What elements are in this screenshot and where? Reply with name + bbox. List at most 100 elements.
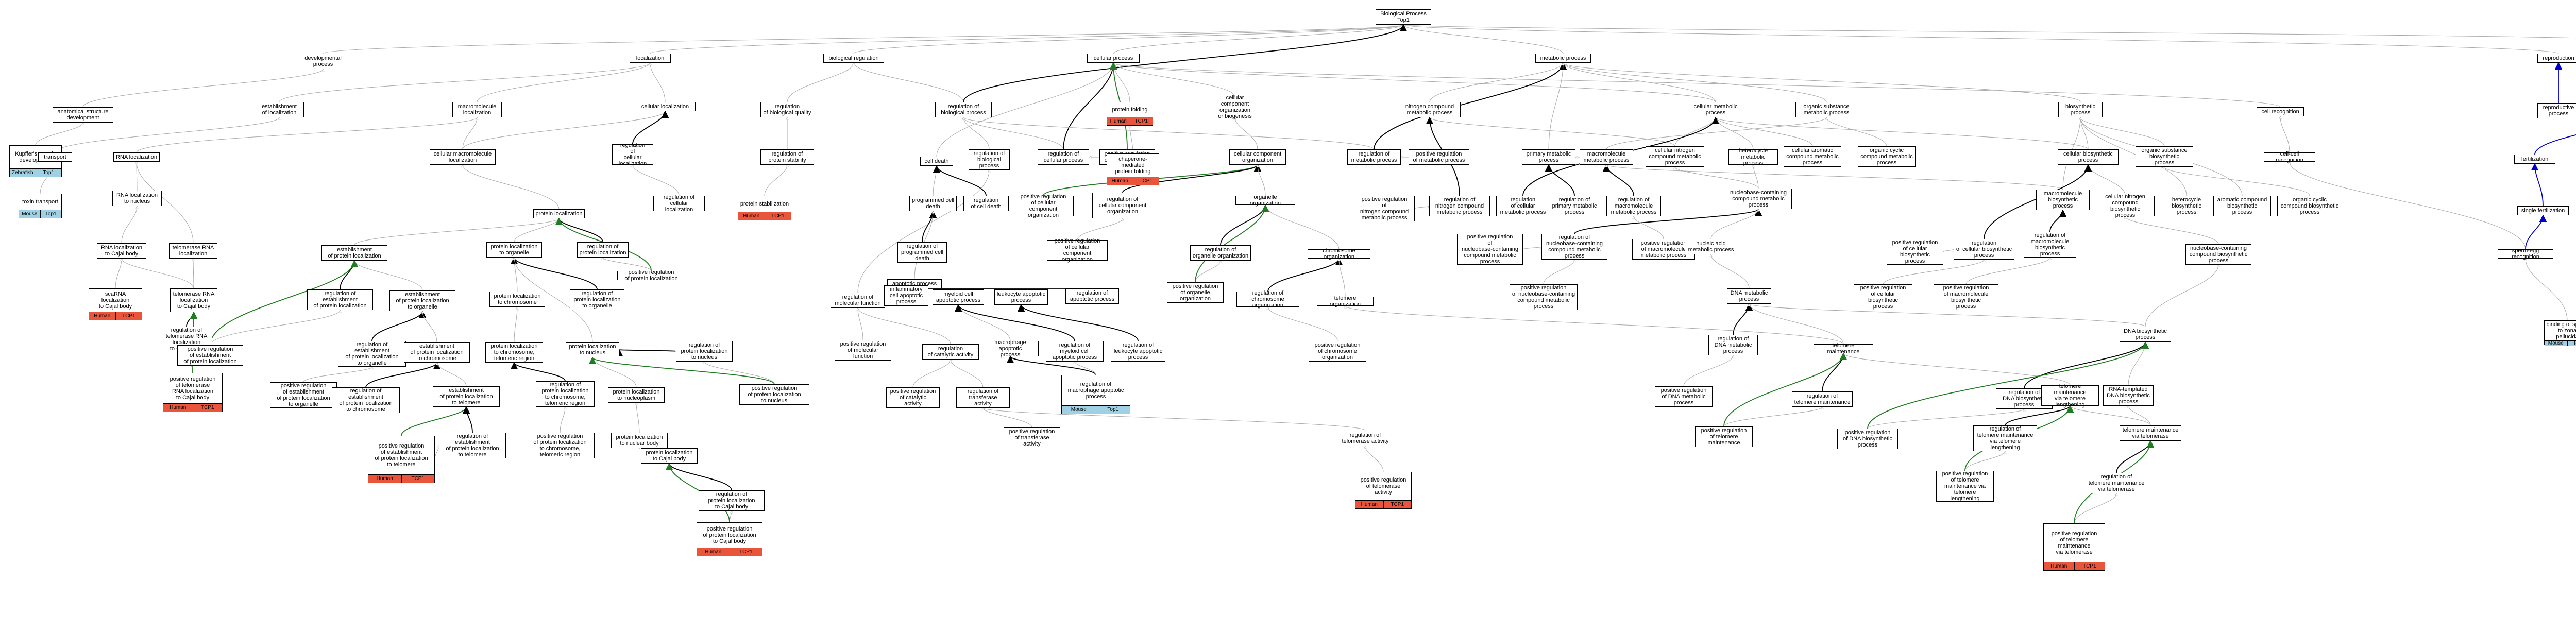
go-term-orgsubmet[interactable]: organic substance metabolic process (1795, 102, 1857, 117)
go-term-posregchromorg[interactable]: positive regulation of chromosome organi… (1309, 341, 1366, 362)
go-term-arobiosyn[interactable]: aromatic compound biosynthetic process (2213, 196, 2271, 216)
go-term-regchromorg[interactable]: regulation of chromosome organization (1236, 290, 1299, 309)
go-term-nbmet[interactable]: nucleobase-containing compound metabolic… (1725, 189, 1792, 209)
go-term-estprotloc2chrom[interactable]: establishment of protein localization to… (404, 342, 470, 363)
go-term-cellncmet[interactable]: cellular nitrogen compound metabolic pro… (1646, 146, 1704, 167)
go-term-regcellproc[interactable]: regulation of cellular process (1038, 149, 1089, 165)
go-term-estloc[interactable]: establishment of localization (255, 102, 304, 117)
go-term-regleukapopt[interactable]: regulation of leukocyte apoptotic proces… (1111, 341, 1165, 362)
go-term-protloc2org[interactable]: protein localization to organelle (486, 242, 542, 258)
go-term-posregtransfact[interactable]: positive regulation of transferase activ… (1004, 427, 1060, 448)
go-term-aromet[interactable]: cellular aromatic compound metabolic pro… (1784, 146, 1841, 167)
go-term-ccorg2[interactable]: cellular component organization (1229, 149, 1286, 165)
go-term-leukapopt[interactable]: leukocyte apoptotic process (994, 289, 1048, 305)
go-term-cellloc[interactable]: cellular localization (635, 102, 696, 111)
go-term-posregprotloc2cajal[interactable]: positive regulation of protein localizat… (697, 522, 762, 556)
go-term-estprotloc[interactable]: establishment of protein localization (321, 245, 387, 261)
go-term-localization[interactable]: localization (630, 54, 671, 63)
go-term-cellproc[interactable]: cellular process (1087, 54, 1140, 63)
go-term-cellrecog[interactable]: cell recognition (2257, 107, 2304, 116)
go-term-regprotloc[interactable]: regulation of protein localization (577, 242, 629, 258)
go-term-regposnb[interactable]: regulation of nucleobase-containing comp… (1541, 234, 1607, 260)
go-term-posregprotloc2nuc[interactable]: positive regulation of protein localizat… (739, 384, 809, 405)
go-term-speggrecog[interactable]: sperm-egg recognition (2498, 248, 2553, 260)
go-term-posregncmet[interactable]: positive regulation of nitrogen compound… (1354, 196, 1415, 221)
go-term-rnaloc2cajal[interactable]: RNA localization to Cajal body (97, 243, 146, 259)
go-term-transport[interactable]: transport (38, 152, 72, 162)
go-term-myeloidapopt[interactable]: myeloid cell apoptotic process (933, 289, 984, 305)
go-term-regtelrna[interactable]: regulation of telomerase RNA localizatio… (161, 327, 212, 352)
go-term-posregcatact[interactable]: positive regulation of catalytic activit… (886, 387, 940, 408)
go-term-posregnbmet[interactable]: positive regulation of nucleobase-contai… (1457, 234, 1523, 265)
go-term-orgorg[interactable]: organelle organization (1235, 194, 1295, 207)
go-term-posregcc[interactable]: positive regulation of cellular componen… (1013, 194, 1074, 218)
go-term-chromorg[interactable]: chromosome organization (1308, 248, 1370, 260)
go-term-primmet[interactable]: primary metabolic process (1522, 149, 1575, 165)
go-term-inflamapopt[interactable]: inflammatory cell apoptotic process (884, 285, 928, 306)
go-term-regprogcd[interactable]: regulation of programmed cell death (897, 242, 947, 263)
go-term-regcatact[interactable]: regulation of catalytic activity (922, 344, 979, 360)
go-term-regdnamet[interactable]: regulation of DNA metabolic process (1708, 335, 1758, 355)
go-term-regcellmet[interactable]: regulation of cellular metabolic process (1496, 196, 1550, 216)
go-term-posregestprotloc2org[interactable]: positive regulation of establishment of … (270, 382, 337, 408)
go-term-telmainttelomerase[interactable]: telomere maintenance via telomerase (2120, 425, 2181, 441)
go-term-posregtelmainttel[interactable]: positive regulation of telomere maintena… (1936, 471, 1994, 502)
go-term-nbbiosyn[interactable]: nucleobase-containing compound biosynthe… (2185, 244, 2251, 265)
go-term-protloc2chromtel[interactable]: protein localization to chromosome, telo… (485, 342, 543, 363)
go-term-cellmacroloc[interactable]: cellular macromolecule localization (430, 149, 496, 165)
go-term-regprotloc2chromtel[interactable]: regulation of protein localization to ch… (536, 381, 595, 407)
go-term-posregdnabiosyn[interactable]: positive regulation of DNA biosynthetic … (1837, 429, 1898, 449)
go-term-regcellloc[interactable]: regulation of cellular localization (612, 142, 653, 167)
go-term-orgcycbiosyn[interactable]: organic cyclic compound biosynthetic pro… (2277, 196, 2342, 216)
go-term-rnaloc2nuc[interactable]: RNA localization to nucleus (112, 191, 162, 206)
go-term-cellncbiosyn[interactable]: cellular nitrogen compound biosynthetic … (2096, 194, 2155, 218)
go-term-hetmet[interactable]: heterocycle metabolic process (1728, 148, 1778, 166)
go-term-dnabiosyn[interactable]: DNA biosynthetic process (2120, 327, 2171, 342)
go-term-regestprotloc2org[interactable]: regulation of establishment of protein l… (338, 341, 406, 367)
go-term-telo-rnacajal[interactable]: telomerase RNA localization to Cajal bod… (170, 288, 217, 312)
go-term-regprimmet[interactable]: regulation of primary metabolic process (1548, 196, 1601, 216)
go-term-rnaloc[interactable]: RNA localization (113, 152, 160, 162)
go-term-macroapopt[interactable]: macrophage apoptotic process (982, 339, 1039, 358)
go-term-hetbiosyn[interactable]: heterocycle biosynthetic process (2162, 196, 2211, 216)
go-term-dnamet[interactable]: DNA metabolic process (1727, 288, 1771, 304)
go-term-regbioproc[interactable]: regulation of biological process (935, 102, 992, 117)
go-term-regmet[interactable]: regulation of metabolic process (1347, 149, 1401, 165)
go-term-posregncbiosyn[interactable]: positive regulation of nucleobase-contai… (1510, 284, 1578, 310)
go-term-cellbiosyn[interactable]: cellular biosynthetic process (2058, 149, 2119, 165)
go-term-macrobiosyn[interactable]: macromolecule biosynthetic process (2036, 190, 2090, 210)
go-term-protloc2nucbody[interactable]: protein localization to nuclear body (611, 433, 668, 448)
go-term-regtelmainttelomerase[interactable]: regulation of telomere maintenance via t… (2086, 473, 2147, 493)
go-term-regprotloc2cajal[interactable]: regulation of protein localization to Ca… (699, 490, 765, 511)
go-term-regtelomeraseact[interactable]: regulation of telomerase activity (1340, 431, 1391, 446)
go-term-regestprotloc2chrom[interactable]: regulation of establishment of protein l… (332, 387, 400, 413)
go-term-regmyeloidapopt[interactable]: regulation of myeloid cell apoptotic pro… (1046, 341, 1104, 362)
go-term-protloc2nucleoplasm[interactable]: protein localization to nucleoplasm (608, 387, 665, 403)
go-term-celldeath[interactable]: cell death (920, 157, 953, 166)
go-term-regorgorg[interactable]: regulation of organelle organization (1190, 245, 1251, 261)
go-term-rnatempl[interactable]: RNA-templated DNA biosynthetic process (2103, 385, 2154, 406)
go-term-ccorg[interactable]: cellular component organization or bioge… (1210, 95, 1260, 119)
go-term-nucmet[interactable]: nucleic acid metabolic process (1685, 239, 1737, 254)
go-term-telmaint[interactable]: telomere maintenance (1814, 343, 1873, 355)
go-term-regmacroapopt[interactable]: regulation of macrophage apoptotic proce… (1061, 375, 1130, 414)
go-term-biosyn[interactable]: biosynthetic process (2058, 102, 2103, 117)
go-term-posregtelomeraseact[interactable]: positive regulation of telomerase activi… (1355, 472, 1412, 509)
go-term-regestprotloc2tel[interactable]: regulation of establishment of protein l… (439, 433, 506, 458)
go-term-posregprotloc[interactable]: positive regulation of protein localizat… (617, 269, 685, 282)
go-term-anatdev[interactable]: anatomical structure development (53, 107, 113, 123)
go-term-posregtelmaint[interactable]: positive regulation of telomere maintena… (1695, 426, 1753, 447)
go-term-orgcycmet[interactable]: organic cyclic compound metabolic proces… (1858, 146, 1916, 167)
go-term-macroloc[interactable]: macromolecule localization (452, 102, 502, 117)
go-term-posregtelmainttelomerase[interactable]: positive regulation of telomere maintena… (2043, 523, 2105, 571)
go-term-posregdnamet[interactable]: positive regulation of DNA metabolic pro… (1655, 386, 1713, 407)
go-term-regprotstab[interactable]: regulation of protein stability (760, 149, 814, 165)
go-term-posregmacromet[interactable]: positive regulation of macromolecule met… (1632, 239, 1695, 260)
go-term-telmainttel[interactable]: telomere maintenance via telomere length… (2041, 383, 2099, 408)
go-term-telorg[interactable]: telomere organization (1317, 295, 1374, 307)
go-term-singfert[interactable]: single fertilization (2517, 206, 2569, 215)
go-term-posregestprotloc2tel[interactable]: positive regulation of establishment of … (368, 436, 435, 483)
